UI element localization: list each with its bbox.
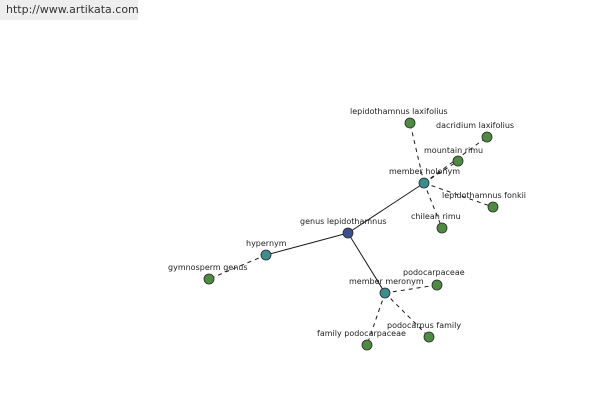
edge-holonym-chilean — [423, 182, 443, 229]
node-label-famPod[interactable]: family podocarpaceae — [317, 329, 406, 338]
node-holonym[interactable] — [418, 177, 430, 189]
node-genus[interactable] — [342, 227, 354, 239]
site-url-bar[interactable]: http://www.artikata.com — [0, 0, 139, 20]
node-laxifolius[interactable] — [404, 117, 416, 129]
node-label-hypernym[interactable]: hypernym — [246, 239, 287, 248]
edge-meronym-famPod — [366, 292, 386, 346]
node-label-holonym[interactable]: member holonym — [389, 167, 460, 176]
node-hypernym[interactable] — [260, 249, 272, 261]
graph-nodes — [203, 117, 499, 351]
node-chilean[interactable] — [436, 222, 448, 234]
edge-meronym-podocarpaceae — [384, 284, 438, 294]
edge-hypernym-gymno — [208, 254, 267, 280]
node-podocarpaceae[interactable] — [431, 279, 443, 291]
node-dacridium[interactable] — [481, 131, 493, 143]
edge-meronym-podfamily — [384, 292, 430, 338]
node-label-meronym[interactable]: member meronym — [349, 277, 424, 286]
node-label-dacridium[interactable]: dacridium laxifolius — [436, 121, 514, 130]
edge-holonym-rimu — [423, 160, 459, 184]
edge-genus-holonym — [347, 182, 425, 234]
edge-holonym-laxifolius — [409, 122, 425, 184]
node-label-podocarpaceae[interactable]: podocarpaceae — [403, 268, 465, 277]
node-meronym[interactable] — [379, 287, 391, 299]
node-fonkii[interactable] — [487, 201, 499, 213]
node-famPod[interactable] — [361, 339, 373, 351]
node-gymno[interactable] — [203, 273, 215, 285]
edge-genus-meronym — [347, 232, 386, 294]
node-label-rimu[interactable]: mountain rimu — [424, 146, 483, 155]
node-label-podfamily[interactable]: podocarpus family — [387, 321, 461, 330]
edge-genus-hypernym — [265, 232, 349, 256]
node-label-laxifolius[interactable]: lepidothamnus laxifolius — [350, 107, 448, 116]
node-rimu[interactable] — [452, 155, 464, 167]
graph-edges — [208, 122, 494, 346]
node-label-genus[interactable]: genus lepidothamnus — [300, 217, 386, 226]
node-label-chilean[interactable]: chilean rimu — [411, 212, 461, 221]
node-label-fonkii[interactable]: lepidothamnus fonkii — [442, 191, 526, 200]
edge-holonym-dacridium — [423, 136, 488, 184]
graph-labels: genus lepidothamnus hypernym member holony… — [168, 107, 526, 338]
node-label-gymno[interactable]: gymnosperm genus — [168, 263, 248, 272]
node-podfamily[interactable] — [423, 331, 435, 343]
